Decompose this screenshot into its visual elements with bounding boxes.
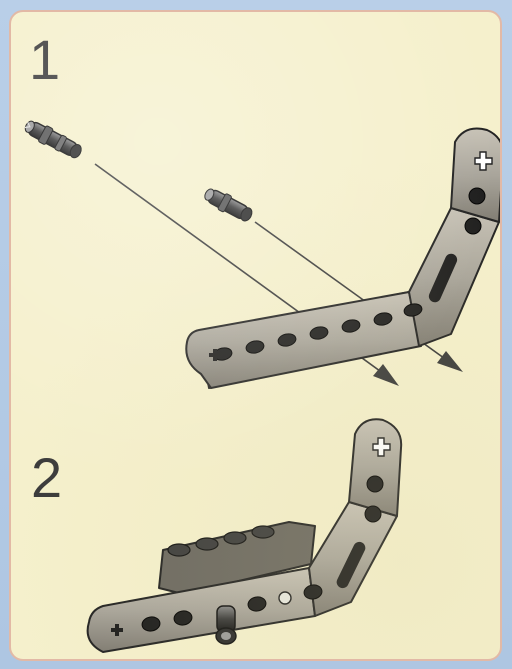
instruction-card: 1 2	[9, 10, 502, 661]
assembly-illustration	[11, 12, 502, 661]
axle-pin-icon	[216, 606, 236, 644]
bent-beam-icon	[186, 129, 502, 389]
bent-beam-icon	[88, 419, 402, 652]
axle-pin-icon	[202, 185, 255, 225]
axle-pin-icon	[22, 117, 84, 162]
